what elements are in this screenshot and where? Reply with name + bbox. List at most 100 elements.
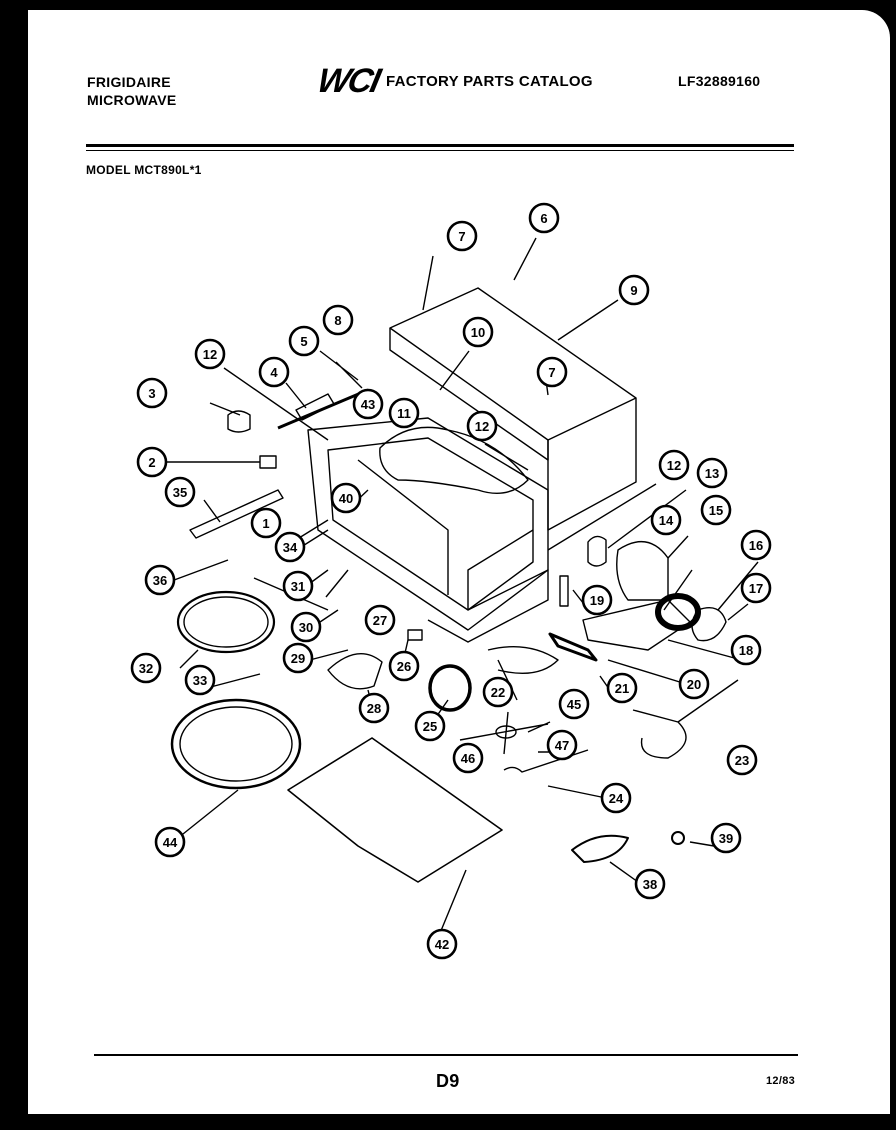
svg-text:13: 13 [705, 466, 719, 481]
svg-text:18: 18 [739, 643, 753, 658]
callout-40: 40 [330, 482, 362, 514]
svg-text:36: 36 [153, 573, 167, 588]
callout-11: 11 [388, 397, 420, 429]
svg-text:35: 35 [173, 485, 187, 500]
callout-9: 9 [618, 274, 650, 306]
callout-17: 17 [740, 572, 772, 604]
svg-text:7: 7 [548, 365, 555, 380]
brand-name: FRIGIDAIRE [87, 74, 171, 90]
header-rule-thin [86, 150, 794, 151]
svg-text:45: 45 [567, 697, 581, 712]
product-type: MICROWAVE [87, 92, 177, 108]
svg-text:32: 32 [139, 661, 153, 676]
callout-1: 1 [250, 507, 282, 539]
callout-25: 25 [414, 710, 446, 742]
callout-44: 44 [154, 826, 186, 858]
catalog-number: LF32889160 [678, 73, 761, 89]
callout-19: 19 [581, 584, 613, 616]
svg-text:14: 14 [659, 513, 674, 528]
callout-18: 18 [730, 634, 762, 666]
svg-text:6: 6 [540, 211, 547, 226]
catalog-title: FACTORY PARTS CATALOG [386, 73, 593, 90]
callout-31: 31 [282, 570, 314, 602]
callout-6: 6 [528, 202, 560, 234]
svg-text:29: 29 [291, 651, 305, 666]
svg-text:23: 23 [735, 753, 749, 768]
svg-text:47: 47 [555, 738, 569, 753]
svg-text:3: 3 [148, 386, 155, 401]
callout-32: 32 [130, 652, 162, 684]
callout-16: 16 [740, 529, 772, 561]
svg-text:1: 1 [262, 516, 269, 531]
svg-text:7: 7 [458, 229, 465, 244]
svg-text:40: 40 [339, 491, 353, 506]
callout-35: 35 [164, 476, 196, 508]
callout-30: 30 [290, 611, 322, 643]
svg-text:17: 17 [749, 581, 763, 596]
svg-text:4: 4 [270, 365, 278, 380]
callout-3: 3 [136, 377, 168, 409]
svg-text:19: 19 [590, 593, 604, 608]
callout-12-c: 12 [658, 449, 690, 481]
callout-36: 36 [144, 564, 176, 596]
callout-21: 21 [606, 672, 638, 704]
callout-26: 26 [388, 650, 420, 682]
svg-text:12: 12 [475, 419, 489, 434]
svg-text:43: 43 [361, 397, 375, 412]
svg-text:12: 12 [203, 347, 217, 362]
callout-45: 45 [558, 688, 590, 720]
svg-text:31: 31 [291, 579, 305, 594]
page-number: D9 [436, 1071, 460, 1091]
callout-14: 14 [650, 504, 682, 536]
svg-text:8: 8 [334, 313, 341, 328]
callout-22: 22 [482, 676, 514, 708]
callout-47: 47 [546, 729, 578, 761]
svg-text:39: 39 [719, 831, 733, 846]
svg-text:21: 21 [615, 681, 629, 696]
callout-4: 4 [258, 356, 290, 388]
svg-text:12: 12 [667, 458, 681, 473]
callout-28: 28 [358, 692, 390, 724]
svg-text:38: 38 [643, 877, 657, 892]
svg-text:34: 34 [283, 540, 298, 555]
svg-text:30: 30 [299, 620, 313, 635]
svg-text:9: 9 [630, 283, 637, 298]
svg-text:11: 11 [397, 406, 411, 421]
callout-27: 27 [364, 604, 396, 636]
svg-text:33: 33 [193, 673, 207, 688]
callout-2: 2 [136, 446, 168, 478]
svg-text:16: 16 [749, 538, 763, 553]
exploded-parts-diagram: 12 3 2 35 36 4 5 8 7 6 9 10 7 43 11 12 4… [130, 202, 772, 960]
svg-text:26: 26 [397, 659, 411, 674]
callout-34: 34 [274, 531, 306, 563]
callout-46: 46 [452, 742, 484, 774]
callout-12-b: 12 [466, 410, 498, 442]
svg-text:46: 46 [461, 751, 475, 766]
svg-text:22: 22 [491, 685, 505, 700]
revision-date: 12/83 [766, 1075, 796, 1087]
header-rule [86, 144, 794, 147]
callout-39: 39 [710, 822, 742, 854]
callout-38: 38 [634, 868, 666, 900]
svg-text:25: 25 [423, 719, 437, 734]
callout-12-a: 12 [194, 338, 226, 370]
svg-text:2: 2 [148, 455, 155, 470]
callout-10: 10 [462, 316, 494, 348]
callout-42: 42 [426, 928, 458, 960]
svg-text:5: 5 [300, 334, 307, 349]
parts-sheet: FRIGIDAIRE MICROWAVE WCI FACTORY PARTS C… [28, 10, 890, 1114]
callout-23: 23 [726, 744, 758, 776]
callout-33: 33 [184, 664, 216, 696]
callout-24: 24 [600, 782, 632, 814]
callout-7-a: 7 [446, 220, 478, 252]
model-number: MODEL MCT890L*1 [86, 163, 202, 177]
brand-block: FRIGIDAIRE MICROWAVE [87, 73, 177, 109]
callout-7-b: 7 [536, 356, 568, 388]
svg-text:28: 28 [367, 701, 381, 716]
footer-rule [94, 1054, 798, 1056]
callout-5: 5 [288, 325, 320, 357]
svg-text:27: 27 [373, 613, 387, 628]
svg-text:24: 24 [609, 791, 624, 806]
callout-15: 15 [700, 494, 732, 526]
callout-13: 13 [696, 457, 728, 489]
